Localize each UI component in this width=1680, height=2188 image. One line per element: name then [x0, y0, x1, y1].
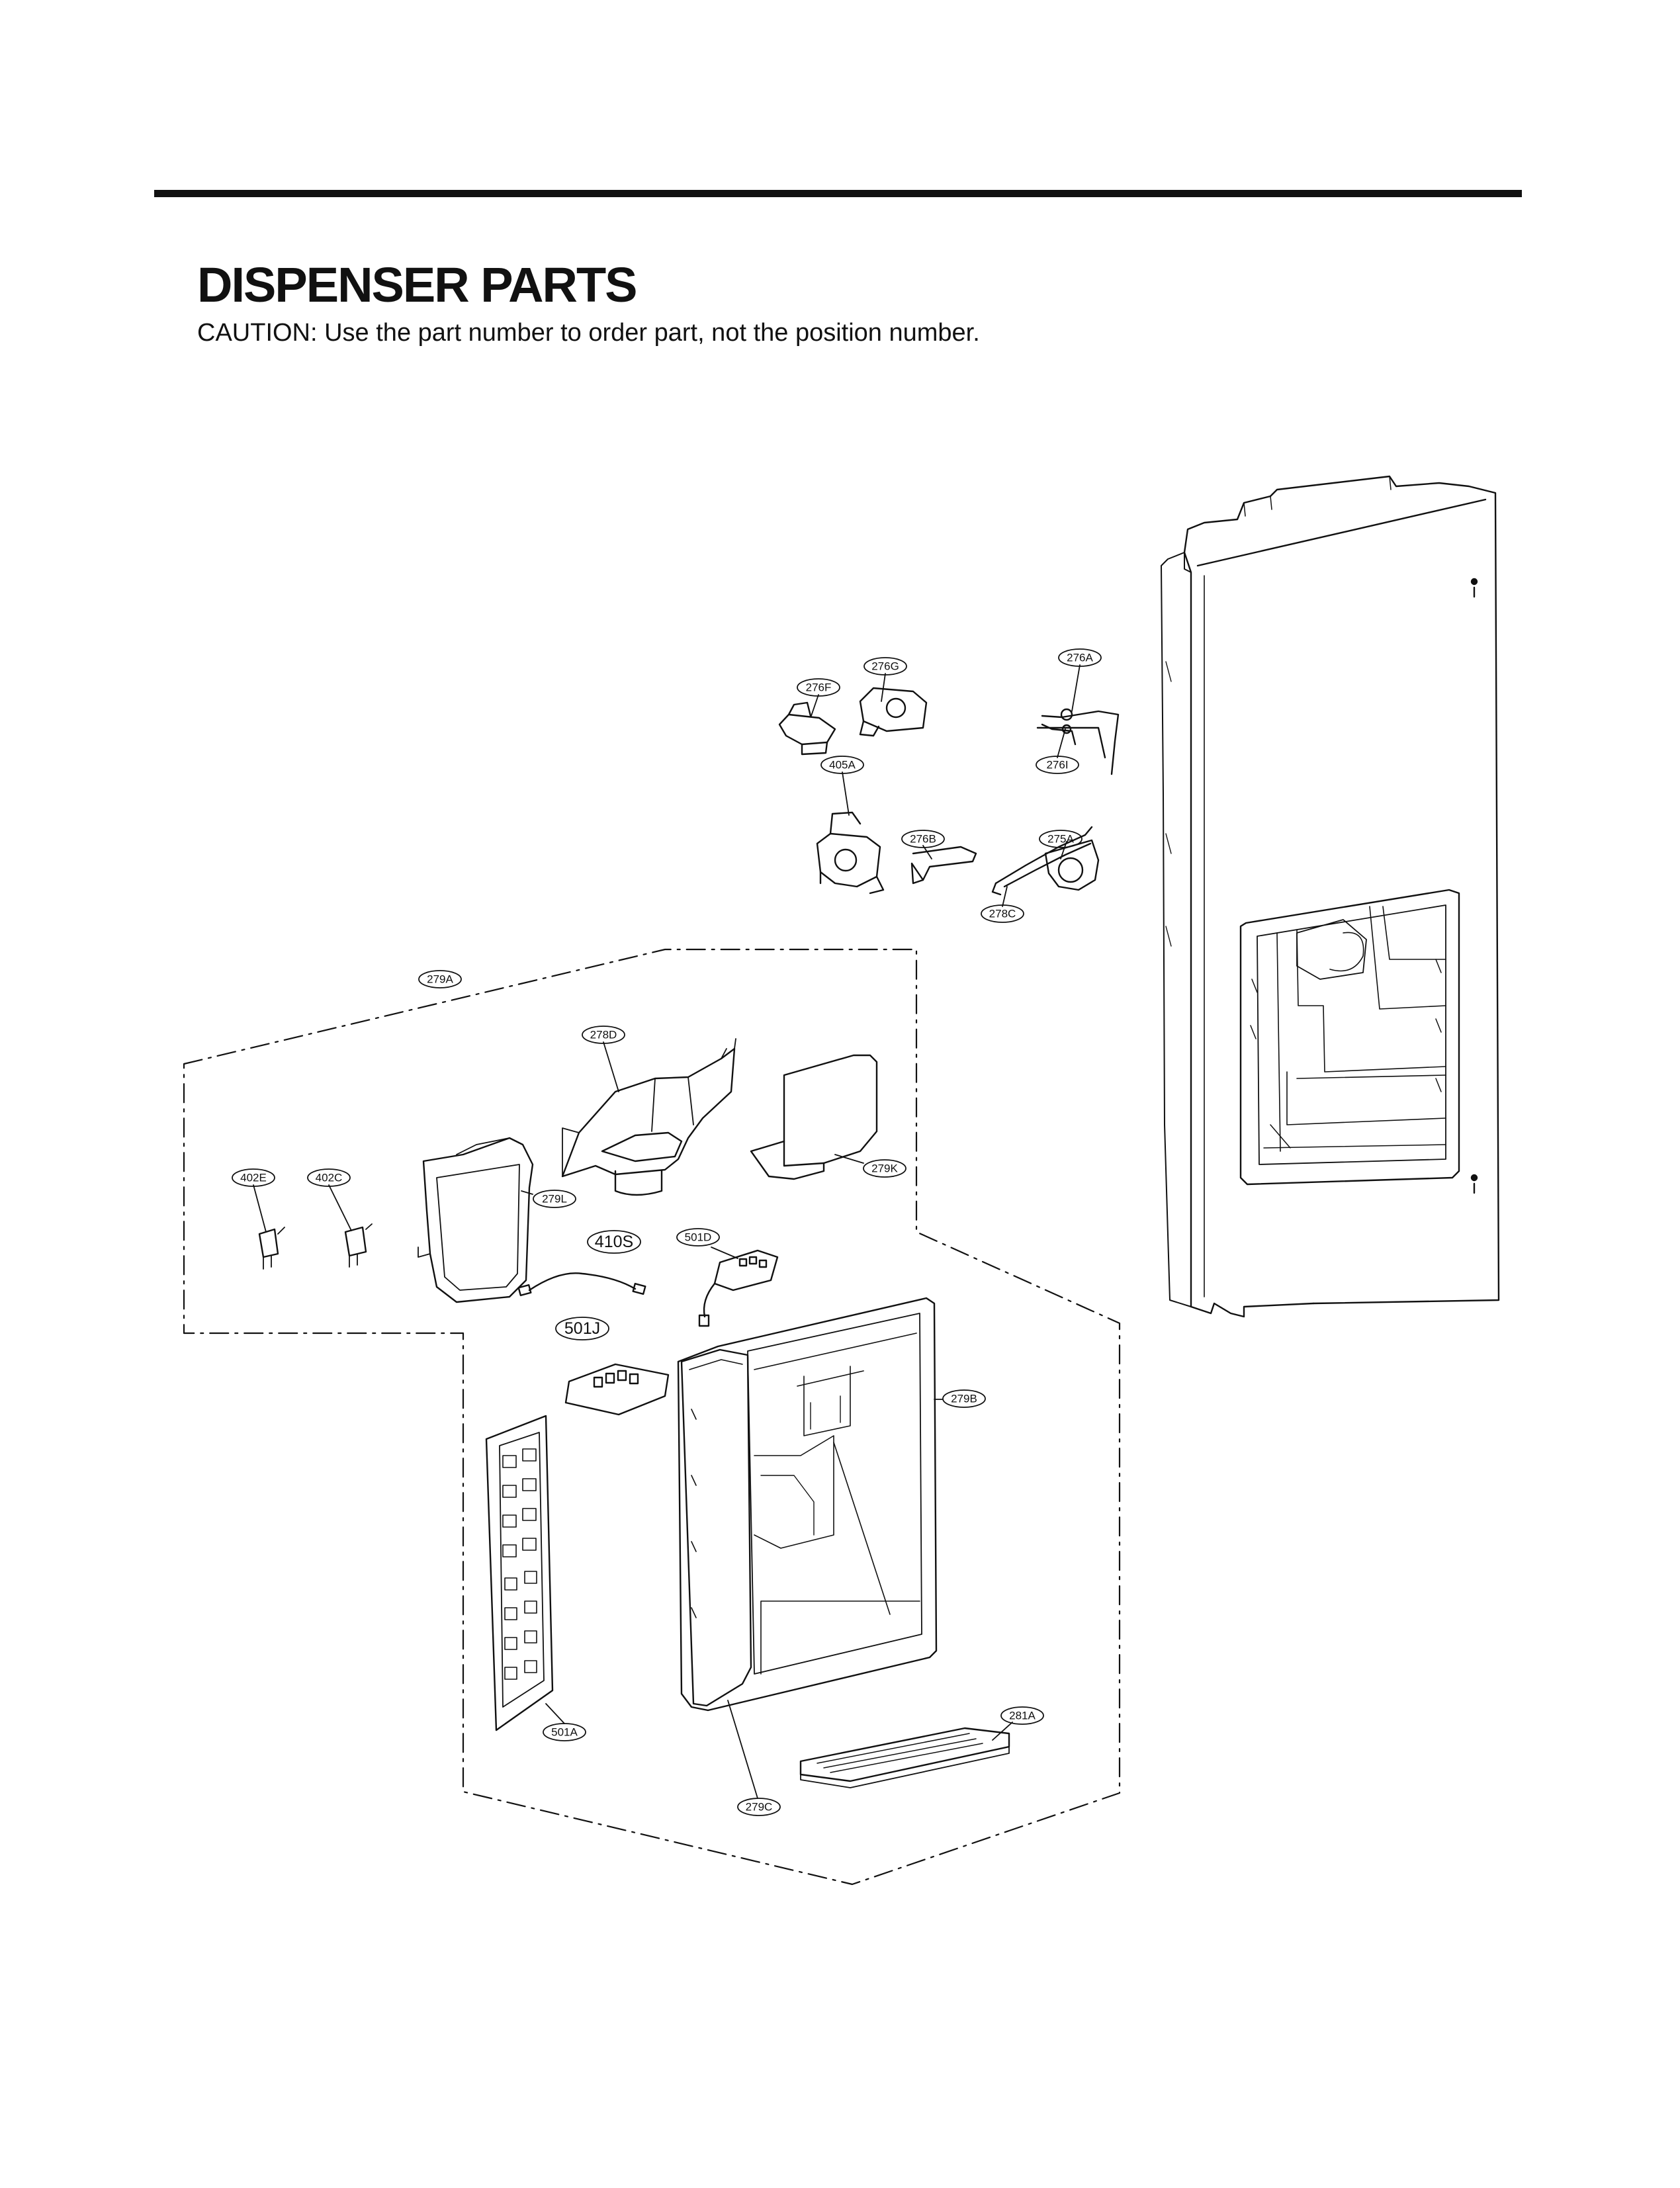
- part-501j-board: [564, 1363, 670, 1416]
- part-279l-frame: [418, 1137, 534, 1303]
- callout-279k: 279K: [871, 1162, 898, 1175]
- part-410s-harness: [517, 1272, 646, 1297]
- callout-279l: 279L: [542, 1193, 567, 1205]
- callout-281a: 281A: [1009, 1710, 1036, 1722]
- callout-ovals: [232, 648, 1102, 1816]
- part-279c-cover: [680, 1348, 752, 1707]
- callout-278c: 278C: [989, 908, 1016, 920]
- callout-402e: 402E: [240, 1172, 267, 1184]
- part-276b-clip: [910, 846, 977, 885]
- part-275a-278c-actuator: [991, 826, 1100, 896]
- callout-501d: 501D: [685, 1231, 712, 1244]
- callout-276b: 276B: [910, 833, 936, 846]
- part-279k-flap: [750, 1054, 878, 1180]
- part-402c-switch: [344, 1223, 373, 1268]
- callout-501j: 501J: [564, 1319, 600, 1338]
- assembly-boundary-279a: [183, 948, 1121, 1886]
- part-405a-motor: [816, 811, 885, 895]
- callout-276g: 276G: [871, 660, 899, 673]
- part-276g-bracket: [859, 687, 928, 737]
- part-281a-drip-tray: [799, 1727, 1010, 1788]
- callout-501a: 501A: [551, 1726, 578, 1739]
- callout-279a: 279A: [427, 973, 453, 986]
- part-276a-276i-spring: [1036, 708, 1120, 775]
- callout-405a: 405A: [829, 759, 856, 771]
- part-501a-control-panel: [485, 1415, 554, 1731]
- part-279b-housing: [677, 1297, 938, 1712]
- caution-note: CAUTION: Use the part number to order pa…: [197, 319, 980, 347]
- callout-402c: 402C: [316, 1172, 343, 1184]
- refrigerator-door: [1161, 475, 1500, 1318]
- callout-410s: 410S: [595, 1233, 633, 1251]
- callout-279c: 279C: [746, 1801, 773, 1814]
- callout-276f: 276F: [806, 681, 832, 694]
- page-title: DISPENSER PARTS: [197, 257, 638, 312]
- leader-lines: [253, 664, 1081, 1799]
- part-278d-duct: [561, 1038, 736, 1196]
- top-rule: [154, 190, 1522, 197]
- part-501d-board: [698, 1249, 779, 1327]
- part-276f-lever: [778, 701, 836, 756]
- callout-279b: 279B: [951, 1393, 977, 1405]
- callout-275a: 275A: [1047, 833, 1074, 846]
- callout-278d: 278D: [590, 1029, 617, 1041]
- part-402e-switch: [258, 1227, 285, 1270]
- callout-276a: 276A: [1067, 652, 1093, 664]
- callout-276i: 276I: [1046, 759, 1068, 771]
